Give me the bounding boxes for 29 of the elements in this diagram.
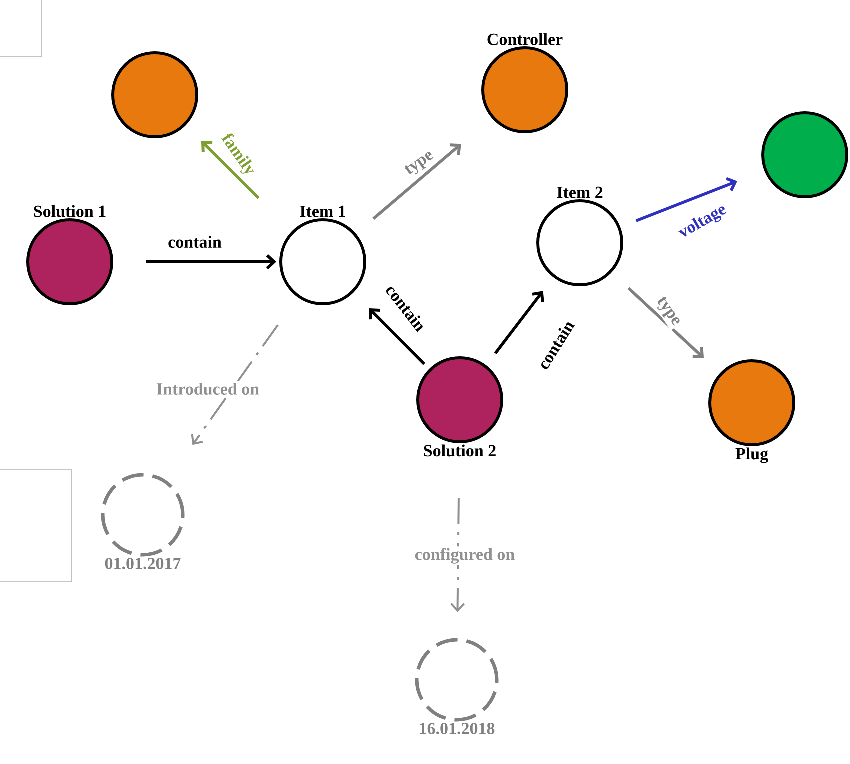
circle-node: Item 2 [536, 186, 624, 286]
node-label: Solution 2 [424, 444, 496, 457]
node-label: Item 1 [300, 206, 346, 218]
node-label: Controller [488, 33, 563, 46]
arrow [201, 141, 260, 200]
circle-node [762, 112, 848, 198]
node-label: 16.01.2018 [420, 722, 495, 734]
circle-node: Solution 1 [26, 205, 114, 306]
node-label: 01.01.2017 [105, 558, 181, 570]
node-label: Item 2 [557, 186, 603, 198]
arrow [636, 177, 738, 222]
edge-label: configured on [413, 546, 517, 566]
arrow [628, 287, 704, 358]
arrow [450, 498, 466, 612]
node-label: Plug [736, 448, 768, 464]
arrow [372, 144, 462, 220]
arrow [146, 254, 276, 270]
arrow [369, 308, 426, 366]
circle-node: Solution 2 [416, 356, 504, 457]
circle-node: Controller [482, 33, 568, 134]
node-label: Solution 1 [34, 205, 106, 218]
arrow [494, 291, 544, 354]
edge-label: contain [166, 234, 224, 250]
circle-node: Plug [708, 360, 796, 464]
edge-label: Introduced on [154, 382, 262, 396]
circle-node [112, 52, 198, 138]
edge-label: type [401, 148, 439, 180]
arrow [191, 324, 279, 446]
circle-node: Item 1 [280, 206, 366, 306]
